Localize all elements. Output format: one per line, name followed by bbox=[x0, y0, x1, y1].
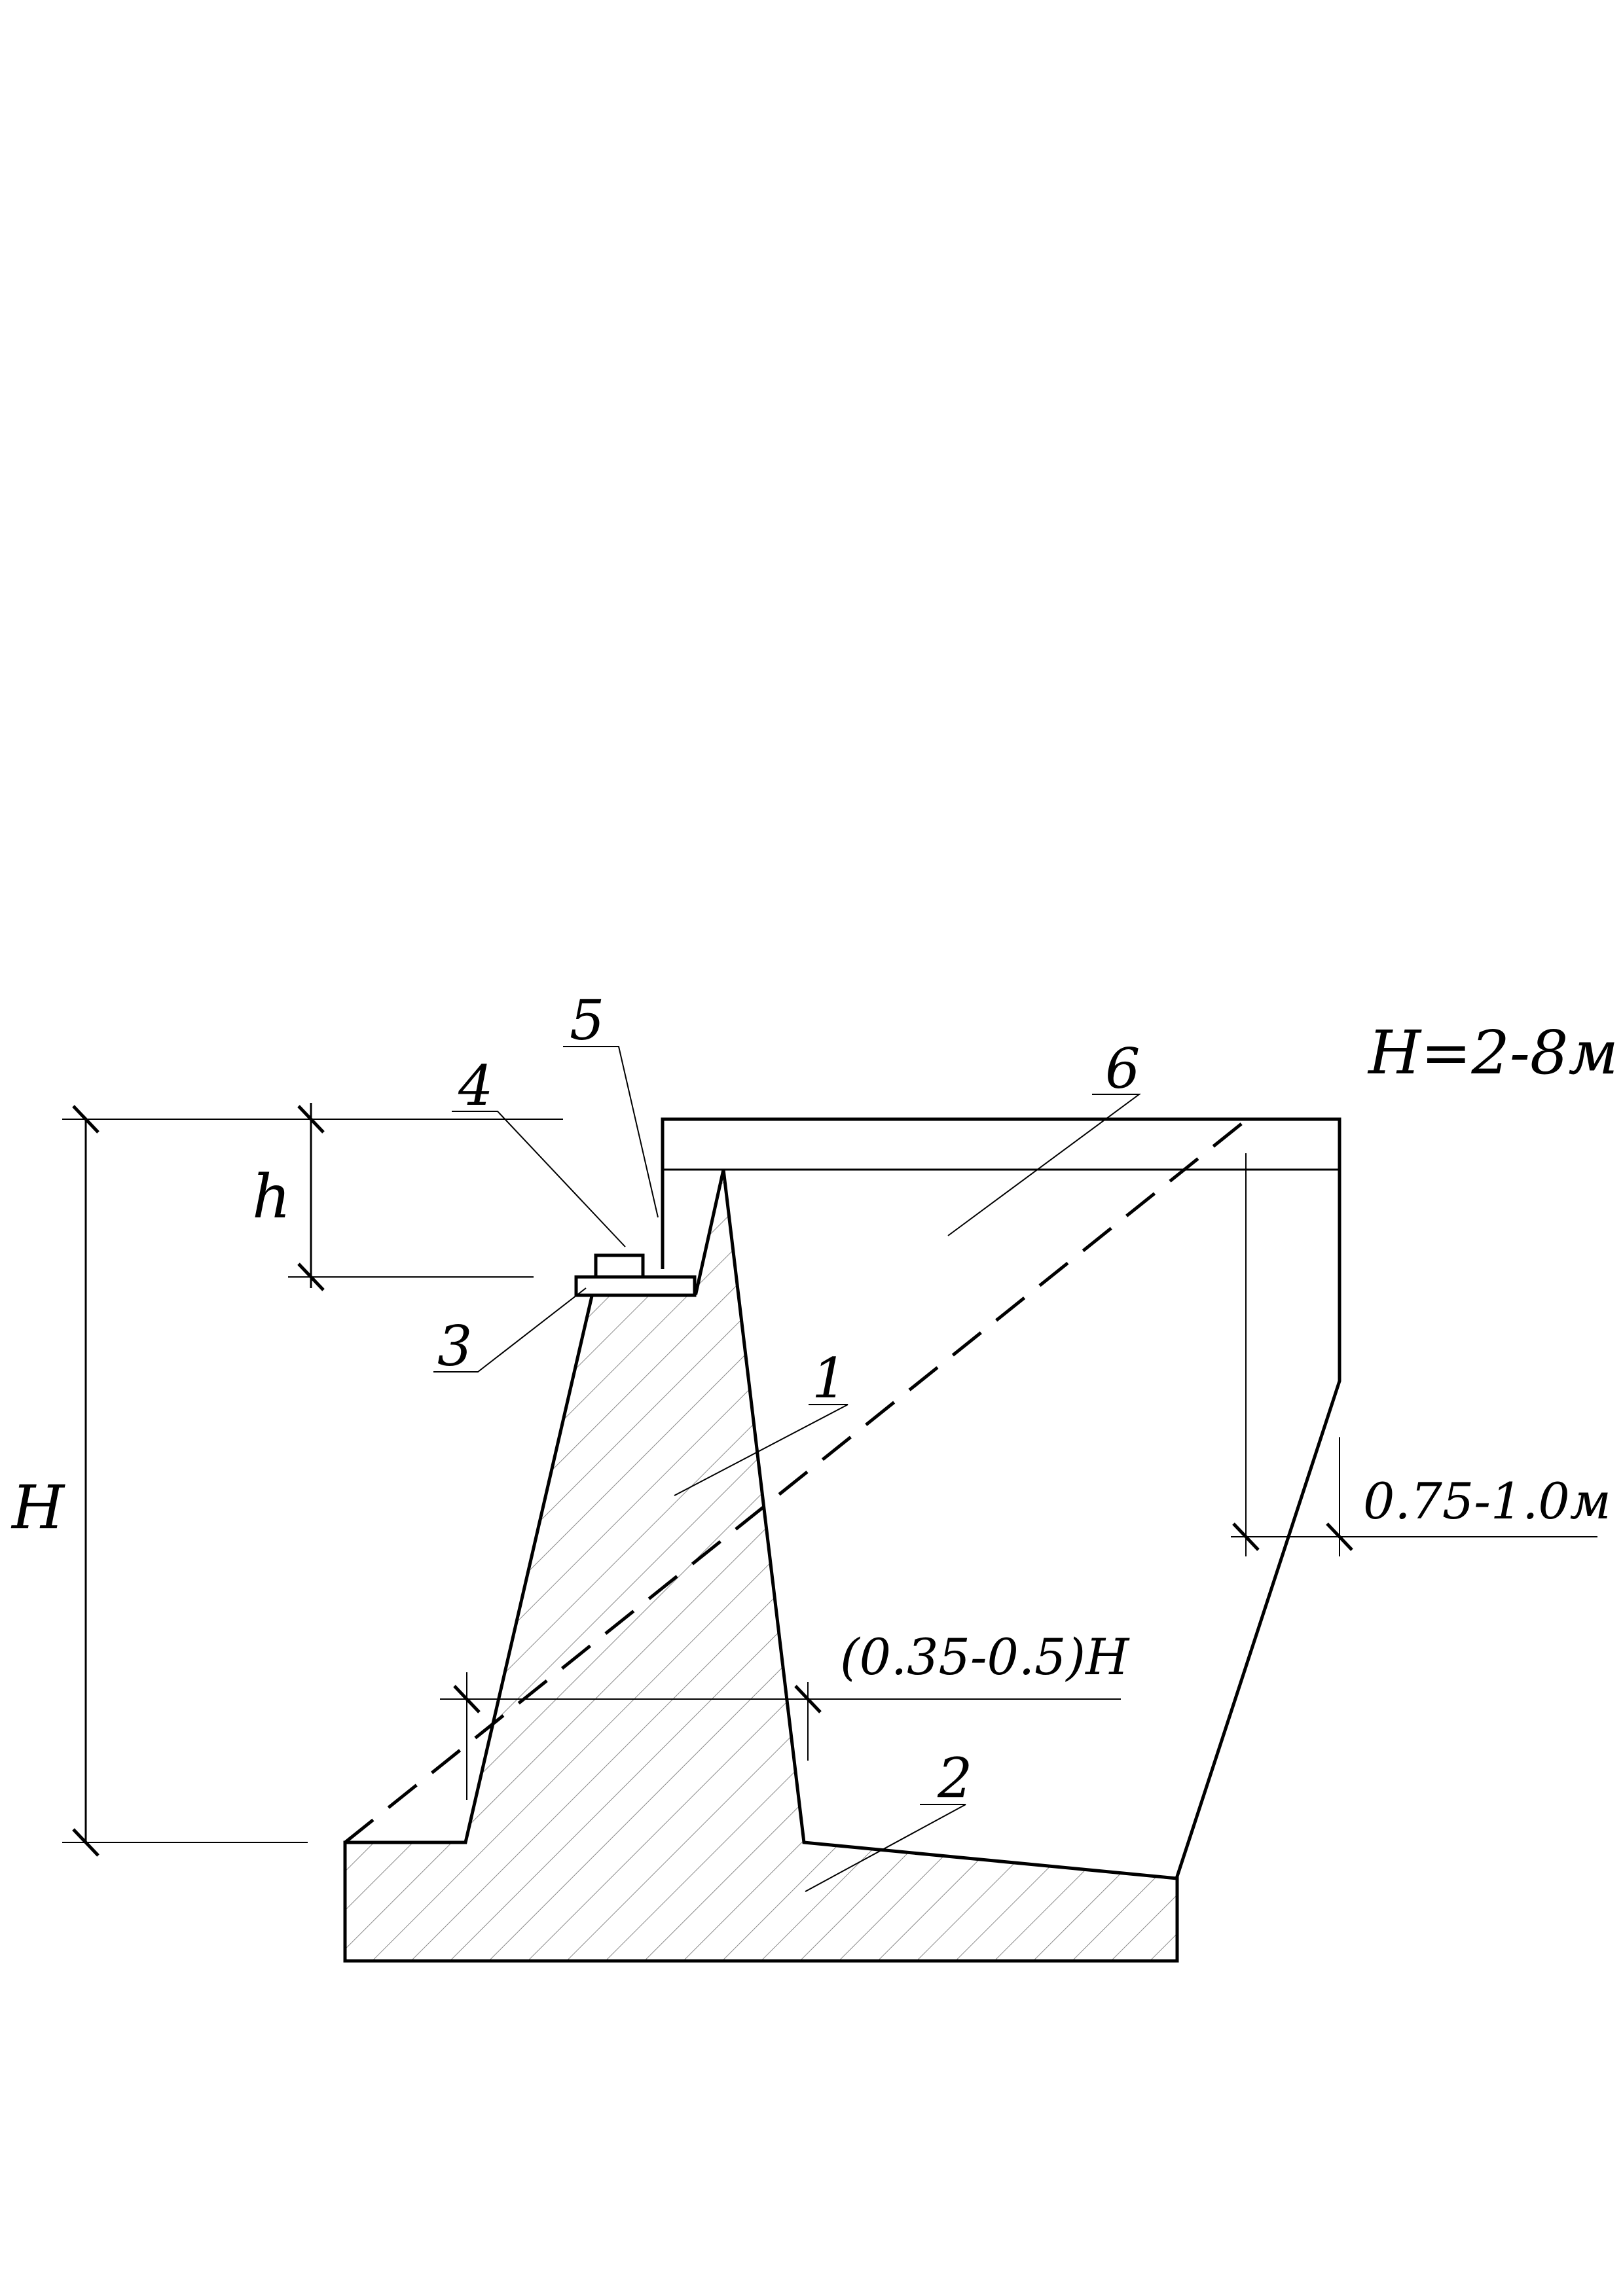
sliding-plane-line bbox=[344, 1118, 1249, 1844]
label-backfill-offset: 0.75-1.0м bbox=[1363, 1472, 1611, 1530]
drain-tray bbox=[574, 1275, 697, 1297]
dimension-mid-width bbox=[440, 1672, 1121, 1800]
gutter-block bbox=[594, 1253, 645, 1279]
label-cap-height: h bbox=[252, 1162, 291, 1232]
callout-5: 5 bbox=[570, 988, 604, 1052]
leader-2 bbox=[805, 1804, 966, 1892]
dimension-cap-height bbox=[288, 1103, 534, 1291]
callout-6: 6 bbox=[1105, 1037, 1140, 1101]
leader-4 bbox=[452, 1111, 626, 1247]
leader-lines bbox=[433, 1046, 1142, 1892]
leader-6 bbox=[947, 1094, 1142, 1236]
leader-3 bbox=[433, 1287, 587, 1372]
callout-2: 2 bbox=[937, 1746, 972, 1810]
callout-4: 4 bbox=[458, 1054, 493, 1118]
label-total-height: H bbox=[10, 1473, 65, 1543]
dimension-backfill-offset bbox=[1231, 1153, 1597, 1556]
wall-body-section bbox=[343, 1169, 1179, 1963]
leader-5 bbox=[563, 1046, 659, 1218]
height-range-note: H=2-8м bbox=[1367, 1018, 1618, 1088]
callout-1: 1 bbox=[812, 1346, 847, 1410]
callout-3: 3 bbox=[437, 1314, 472, 1378]
label-mid-width: (0.35-0.5)H bbox=[840, 1628, 1130, 1686]
dimension-total-height bbox=[62, 1105, 563, 1857]
leader-1 bbox=[674, 1404, 848, 1496]
